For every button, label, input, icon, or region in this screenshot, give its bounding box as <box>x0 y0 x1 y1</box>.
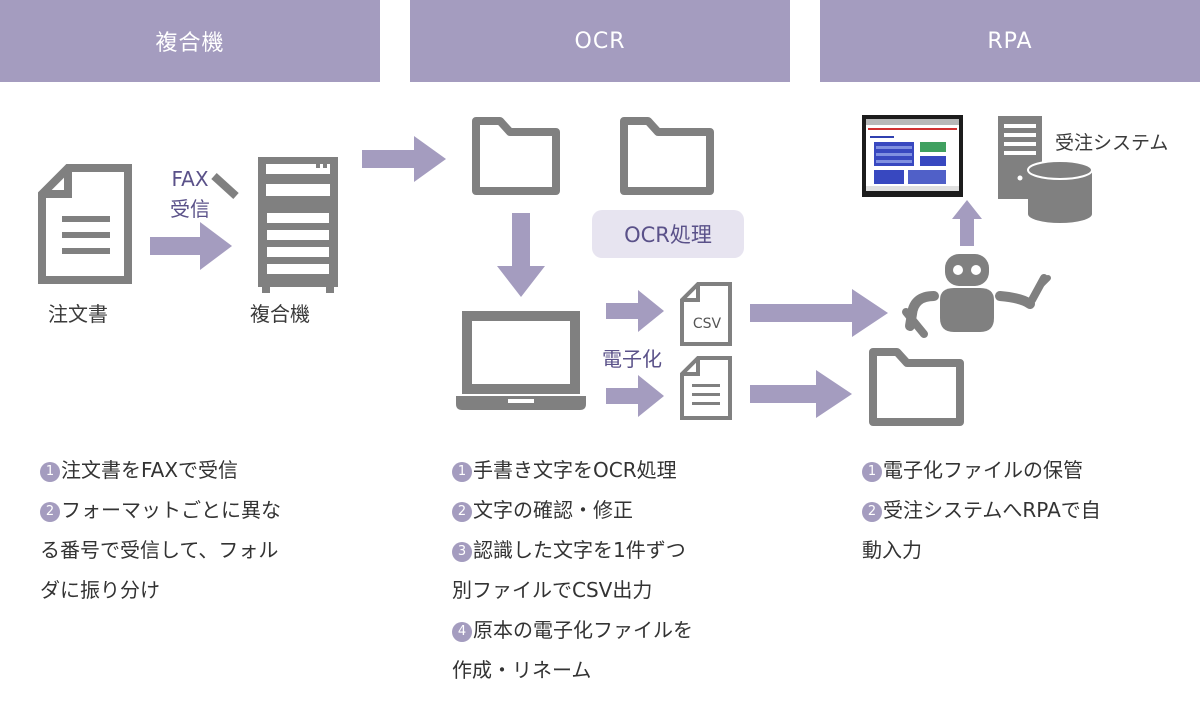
arrow-to-rpa-folder <box>750 370 852 418</box>
step-text: 文字の確認・修正 <box>473 498 633 522</box>
step-text: 電子化ファイルの保管 <box>883 458 1083 482</box>
header-mfp-label: 複合機 <box>155 31 225 56</box>
arrow-to-pdf <box>606 375 664 417</box>
arrow-to-mfp <box>150 222 232 270</box>
step-text: フォーマットごとに異な <box>61 498 281 522</box>
document-file-icon <box>680 356 732 420</box>
step-text: 手書き文字をOCR処理 <box>473 458 677 482</box>
order-system-label: 受注システム <box>1055 132 1169 154</box>
step-number-badge: 1 <box>862 462 882 482</box>
robot-icon <box>902 254 1051 338</box>
folder-icon <box>869 348 964 426</box>
arrow-to-robot <box>750 289 888 337</box>
monitor-icon <box>862 115 963 197</box>
folder-icon <box>472 117 560 195</box>
csv-file-icon <box>680 282 732 346</box>
step-number-badge: 1 <box>40 462 60 482</box>
arrow-up-to-system <box>952 200 982 246</box>
ocr-process-label: OCR処理 <box>624 223 712 247</box>
order-document-label: 注文書 <box>48 302 108 326</box>
mfp-label: 複合機 <box>250 302 310 326</box>
header-rpa: RPA <box>820 0 1200 82</box>
step-text-continued: ダに振り分け <box>40 578 160 602</box>
step-text: 原本の電子化ファイルを <box>473 618 693 642</box>
step-text-continued: 作成・リネーム <box>452 658 592 682</box>
step-number-badge: 2 <box>40 502 60 522</box>
step-text: 認識した文字を1件ずつ <box>473 538 686 562</box>
step-number-badge: 3 <box>452 542 472 562</box>
receive-label: 受信 <box>170 197 210 221</box>
fax-label: FAX <box>171 167 209 191</box>
header-mfp: 複合機 <box>0 0 380 82</box>
multifunction-printer-icon <box>211 157 338 293</box>
fax-receive-label: FAX 受信 <box>164 164 216 224</box>
step-text-continued: 別ファイルでCSV出力 <box>452 578 653 602</box>
laptop-icon <box>456 311 586 410</box>
arrow-to-ocr <box>362 136 446 182</box>
step-text: 受注システムへRPAで自 <box>883 498 1101 522</box>
folder-icon <box>620 117 714 195</box>
step-number-badge: 4 <box>452 622 472 642</box>
step-number-badge: 2 <box>452 502 472 522</box>
arrow-to-csv <box>606 290 664 332</box>
arrow-down-to-laptop <box>497 213 545 297</box>
step-text-continued: る番号で受信して、フォル <box>40 538 279 562</box>
database-icon <box>1027 160 1093 223</box>
step-text: 注文書をFAXで受信 <box>61 458 239 482</box>
header-rpa-label: RPA <box>987 28 1033 54</box>
step-number-badge: 1 <box>452 462 472 482</box>
header-ocr: OCR <box>410 0 790 82</box>
digitize-label: 電子化 <box>602 347 662 371</box>
header-ocr-label: OCR <box>574 28 626 54</box>
document-icon <box>38 164 132 284</box>
step-number-badge: 2 <box>862 502 882 522</box>
step-text-continued: 動入力 <box>862 538 922 562</box>
csv-file-label: CSV <box>692 316 722 332</box>
ocr-process-badge: OCR処理 <box>592 210 744 258</box>
